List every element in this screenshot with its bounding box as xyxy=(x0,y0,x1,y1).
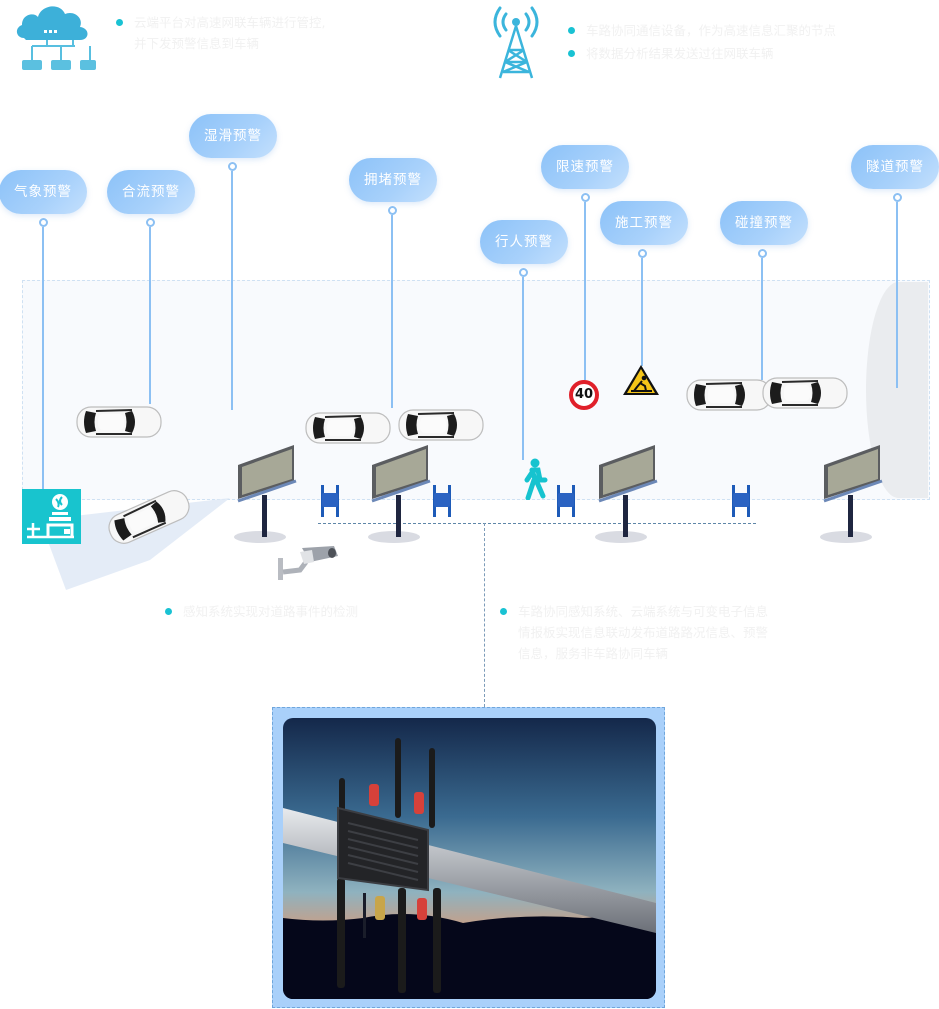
tower-notes: 车路协同通信设备，作为高速信息汇聚的节点 将数据分析结果发送过往网联车辆 xyxy=(568,20,836,64)
pin-head xyxy=(519,268,528,277)
rsu-device-photo-frame xyxy=(272,707,665,1008)
warning-pill-tunnel[interactable]: 隧道预警 xyxy=(851,145,939,189)
rsu-device-icon xyxy=(555,485,577,517)
billboard-icon xyxy=(368,445,434,545)
pin-line xyxy=(896,202,898,388)
pedestrian-icon xyxy=(518,458,548,501)
billboard-icon xyxy=(820,445,886,545)
warning-pill-pedestrian[interactable]: 行人预警 xyxy=(480,220,568,264)
warning-pill-weather[interactable]: 气象预警 xyxy=(0,170,87,214)
pin-line xyxy=(149,227,151,404)
pin-line xyxy=(391,215,393,408)
linkage-note: 车路协同感知系统、云端系统与可变电子信息 情报板实现信息联动发布道路路况信息、预… xyxy=(500,601,768,664)
pin-head xyxy=(758,249,767,258)
network-link-drop xyxy=(484,523,485,707)
pin-line xyxy=(231,171,233,410)
warning-pill-collision[interactable]: 碰撞预警 xyxy=(720,201,808,245)
pin-head xyxy=(893,193,902,202)
warning-pill-congestion[interactable]: 拥堵预警 xyxy=(349,158,437,202)
car-icon xyxy=(762,376,848,410)
pin-head xyxy=(638,249,647,258)
camera-coverage-area xyxy=(40,498,230,590)
pin-line xyxy=(641,258,643,366)
warning-pill-merge[interactable]: 合流预警 xyxy=(107,170,195,214)
car-icon xyxy=(398,408,484,442)
rsu-device-photo xyxy=(283,718,656,999)
bullet-dot xyxy=(116,19,123,26)
warning-pill-slippery[interactable]: 湿滑预警 xyxy=(189,114,277,158)
car-icon xyxy=(103,484,195,550)
network-link-line xyxy=(318,523,756,524)
billboard-icon xyxy=(234,445,300,545)
car-icon xyxy=(76,405,162,439)
car-icon xyxy=(686,378,772,412)
pin-head xyxy=(581,193,590,202)
pin-line xyxy=(522,277,524,460)
bullet-dot xyxy=(500,608,507,615)
warning-pill-construction[interactable]: 施工预警 xyxy=(600,201,688,245)
construction-sign-icon xyxy=(622,364,660,396)
rsu-device-icon xyxy=(730,485,752,517)
billboard-icon xyxy=(595,445,661,545)
warning-pill-speed-limit[interactable]: 限速预警 xyxy=(541,145,629,189)
pin-line xyxy=(42,227,44,489)
pin-line xyxy=(584,202,586,380)
car-icon xyxy=(305,411,391,445)
bullet-dot xyxy=(165,608,172,615)
pin-head xyxy=(388,206,397,215)
cloud-network-icon xyxy=(10,0,96,74)
pin-head xyxy=(228,162,237,171)
camera-icon xyxy=(276,540,340,582)
pin-head xyxy=(39,218,48,227)
rsu-device-icon xyxy=(319,485,341,517)
bullet-dot xyxy=(568,50,575,57)
weather-station-icon xyxy=(22,489,81,544)
pin-line xyxy=(761,258,763,380)
speed-limit-sign: 40 xyxy=(569,380,599,410)
bullet-dot xyxy=(568,27,575,34)
rsu-device-icon xyxy=(431,485,453,517)
pin-head xyxy=(146,218,155,227)
signal-tower-icon xyxy=(486,0,546,82)
perception-note: 感知系统实现对道路事件的检测 xyxy=(165,601,358,622)
cloud-note: 云端平台对高速网联车辆进行管控, 并下发预警信息到车辆 xyxy=(116,12,325,54)
